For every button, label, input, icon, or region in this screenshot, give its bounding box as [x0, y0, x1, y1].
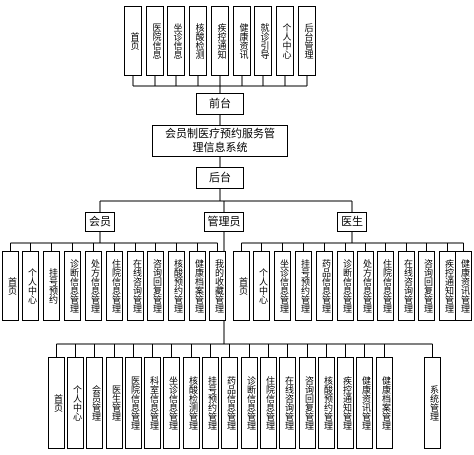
- doctor-module-node: 个人中心: [253, 251, 270, 321]
- top-module-node: 疾控通知: [211, 6, 229, 76]
- member-module-node: 我的收藏管理: [209, 251, 226, 321]
- doctor-module-node: 住院信息管理: [377, 251, 394, 321]
- frontend-node: 前台: [196, 93, 244, 115]
- top-module-node: 首页: [124, 6, 142, 76]
- member-module-node: 住院信息管理: [106, 251, 123, 321]
- role-doctor-node: 医生: [337, 212, 367, 232]
- member-module-node: 处方信息管理: [85, 251, 102, 321]
- system-title: 会员制医疗预约服务管理信息系统: [165, 127, 275, 154]
- admin-module-node: 咨询回复管理: [299, 357, 316, 449]
- doctor-module-node: 健康资讯管理: [455, 251, 472, 321]
- role-admin-node: 管理员: [204, 212, 244, 232]
- system-root-node: 会员制医疗预约服务管理信息系统: [152, 125, 288, 157]
- top-module-node: 就诊引导: [254, 6, 272, 76]
- admin-module-node: 健康档案管理: [376, 357, 393, 449]
- admin-module-node: 药品信息管理: [221, 357, 238, 449]
- admin-module-node: 医生管理: [106, 357, 123, 449]
- doctor-module-node: 坐诊信息管理: [274, 251, 291, 321]
- doctor-module-node: 处方信息管理: [357, 251, 374, 321]
- admin-module-node: 核酸检测管理: [183, 357, 200, 449]
- top-module-node: 医院信息: [146, 6, 164, 76]
- doctor-module-node: 疾控通知管理: [439, 251, 456, 321]
- admin-module-node: 科室信息管理: [144, 357, 161, 449]
- admin-module-node: 疾控通知管理: [337, 357, 354, 449]
- admin-module-node: 首页: [48, 357, 65, 449]
- admin-module-node: 核酸预约管理: [318, 357, 335, 449]
- top-module-node: 核酸检测: [189, 6, 207, 76]
- doctor-module-node: 挂号预约管理: [295, 251, 312, 321]
- admin-module-node: 个人中心: [67, 357, 84, 449]
- role-member-node: 会员: [85, 212, 115, 232]
- top-module-node: 坐诊信息: [167, 6, 185, 76]
- admin-module-node: 健康资讯管理: [356, 357, 373, 449]
- doctor-module-node: 诊断信息管理: [337, 251, 354, 321]
- backend-node: 后台: [196, 167, 244, 189]
- member-module-node: 诊断信息管理: [64, 251, 81, 321]
- member-module-node: 个人中心: [22, 251, 39, 321]
- admin-module-node: 住院信息管理: [260, 357, 277, 449]
- doctor-module-node: 药品信息管理: [316, 251, 333, 321]
- doctor-module-node: 咨询回复管理: [418, 251, 435, 321]
- admin-module-node: 会员管理: [86, 357, 103, 449]
- member-module-node: 核酸预约管理: [168, 251, 185, 321]
- doctor-module-node: 在线咨询管理: [398, 251, 415, 321]
- member-module-node: 首页: [2, 251, 19, 321]
- doctor-module-node: 首页: [233, 251, 250, 321]
- member-module-node: 在线咨询管理: [127, 251, 144, 321]
- top-module-node: 个人中心: [276, 6, 294, 76]
- member-module-node: 健康档案管理: [189, 251, 206, 321]
- member-module-node: 挂号预约: [43, 251, 60, 321]
- top-module-node: 后台管理: [298, 6, 316, 76]
- admin-module-node: 坐诊信息管理: [163, 357, 180, 449]
- admin-module-node: 在线咨询管理: [279, 357, 296, 449]
- admin-module-node: 诊断信息管理: [241, 357, 258, 449]
- top-module-node: 健康资讯: [233, 6, 251, 76]
- admin-module-node: 医院信息管理: [125, 357, 142, 449]
- admin-module-node: 挂号预约管理: [202, 357, 219, 449]
- admin-module-node: 系统管理: [424, 357, 441, 449]
- member-module-node: 咨询回复管理: [147, 251, 164, 321]
